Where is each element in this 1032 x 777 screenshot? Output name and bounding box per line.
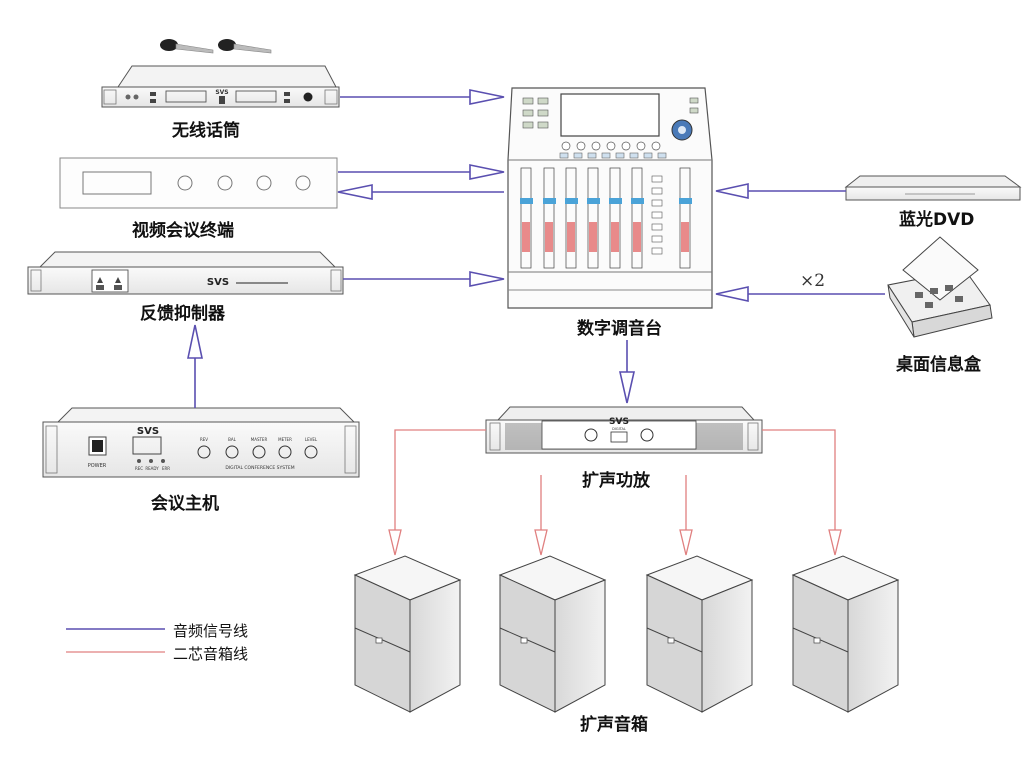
audio-line-suppressor-to-mixer	[343, 271, 505, 287]
svg-text:SVS: SVS	[207, 277, 229, 288]
audio-line-video-to-mixer	[338, 164, 505, 180]
wireless-mic-device: SVS	[101, 39, 340, 108]
microphone-icon	[218, 39, 272, 54]
digital-mixer-device	[507, 87, 713, 309]
speaker-1	[353, 555, 462, 713]
bluray-dvd-device	[844, 175, 1022, 201]
svg-text:REC: REC	[135, 466, 143, 471]
svg-text:REV: REV	[200, 437, 208, 442]
svg-text:ERR: ERR	[162, 466, 170, 471]
label-bluray-dvd: 蓝光DVD	[899, 210, 975, 230]
speaker-2	[498, 555, 607, 713]
audio-line-desktop-box-to-mixer	[715, 286, 885, 302]
audio-line-mic-to-mixer	[340, 89, 505, 105]
speaker-3	[645, 555, 754, 713]
microphone-icon	[160, 39, 214, 54]
label-wireless-mic: 无线话筒	[172, 121, 240, 141]
svg-text:SVS: SVS	[137, 426, 159, 437]
svg-text:DIGITAL CONFERENCE SYSTEM: DIGITAL CONFERENCE SYSTEM	[225, 465, 294, 471]
audio-line-dvd-to-mixer	[715, 183, 846, 199]
audio-line-mixer-to-video	[337, 184, 504, 200]
label-video-conference: 视频会议终端	[132, 221, 234, 241]
label-desktop-box: 桌面信息盒	[896, 355, 981, 375]
svg-text:MASTER: MASTER	[251, 437, 268, 442]
legend-audio-label: 音频信号线	[173, 622, 249, 640]
speaker-cable-1	[388, 429, 486, 556]
svg-text:DIGITAL: DIGITAL	[612, 427, 626, 431]
label-speakers: 扩声音箱	[580, 715, 648, 735]
label-digital-mixer: 数字调音台	[577, 319, 662, 339]
conference-host-device: POWER SVS REC READY ERR REV BAL MASTER M…	[42, 407, 360, 478]
label-feedback-suppressor: 反馈抑制器	[140, 304, 225, 324]
speaker-cable-4	[762, 429, 842, 556]
desktop-info-box-device	[887, 236, 993, 338]
svg-text:METER: METER	[278, 437, 292, 442]
svg-text:SVS: SVS	[609, 417, 629, 427]
svg-text:POWER: POWER	[88, 463, 107, 469]
svg-text:READY: READY	[145, 466, 159, 471]
feedback-suppressor-device: SVS	[27, 251, 344, 295]
svg-text:SVS: SVS	[215, 89, 228, 96]
svg-text:BAL: BAL	[228, 437, 236, 442]
audio-line-host-to-suppressor	[187, 324, 203, 408]
speaker-cable-3	[679, 475, 693, 556]
amplifier-device: SVS DIGITAL	[485, 406, 763, 454]
speaker-4	[791, 555, 900, 713]
speaker-cable-2	[534, 475, 548, 556]
svg-text:LEVEL: LEVEL	[305, 437, 318, 442]
label-amplifier: 扩声功放	[582, 471, 650, 491]
audio-line-mixer-to-amplifier	[618, 340, 636, 404]
video-conference-terminal	[59, 157, 338, 209]
multiplier-label: ×2	[800, 271, 826, 291]
label-conference-host: 会议主机	[151, 494, 219, 514]
legend-speaker-label: 二芯音箱线	[173, 645, 249, 663]
